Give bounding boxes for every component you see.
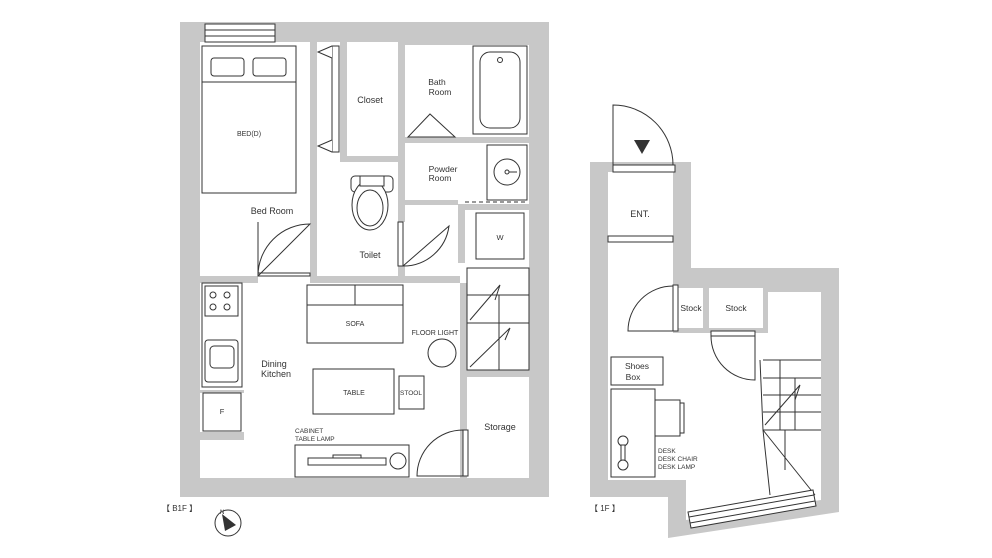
1f-stairs <box>759 359 821 496</box>
kitchen-counter <box>201 282 243 388</box>
stock-label-1: Stock <box>680 303 702 313</box>
bathtub <box>472 45 528 135</box>
sofa-label: SOFA <box>346 321 365 328</box>
stock-door-right <box>710 330 756 381</box>
sofa <box>306 284 404 344</box>
shoes-box-label-1: Shoes <box>625 361 649 371</box>
b1f-stairs <box>466 267 530 371</box>
powder-room-label-1: Powder <box>429 164 458 174</box>
bath-room-door <box>406 113 457 138</box>
b1f-plan: BED(D) Bed Room Closet Bath Room Powder … <box>162 22 549 537</box>
1f-bottom-window <box>687 489 817 529</box>
1f-floor-tag: 【 1F 】 <box>590 504 620 513</box>
washer-label: W <box>496 233 504 242</box>
entrance-door <box>612 104 676 173</box>
closet-label: Closet <box>357 95 383 105</box>
dining-kitchen-label-2: Kitchen <box>261 369 291 379</box>
desk-label-2: DESK CHAIR <box>658 456 698 463</box>
toilet-door <box>397 221 450 267</box>
cabinet-label-1: CABINET <box>295 428 323 435</box>
stock-door-left <box>627 284 679 332</box>
entrance-label: ENT. <box>630 209 650 219</box>
cabinet <box>294 444 410 478</box>
toilet-label: Toilet <box>359 250 381 260</box>
entry-arrow-icon <box>634 140 650 154</box>
bed-label: BED(D) <box>237 131 261 138</box>
bath-room-label-1: Bath <box>428 77 446 87</box>
b1f-floor-tag: 【 B1F 】 <box>162 504 197 513</box>
toilet-bowl <box>350 175 394 231</box>
stool <box>398 375 425 410</box>
entrance-step <box>607 235 674 243</box>
powder-room-label-2: Room <box>429 173 452 183</box>
dining-kitchen-label-1: Dining <box>261 359 287 369</box>
bath-room-label-2: Room <box>429 87 452 97</box>
compass-letter: N <box>220 510 224 516</box>
wash-basin <box>486 144 528 201</box>
desk <box>610 388 685 478</box>
shoes-box <box>610 356 664 386</box>
bed-room-door <box>257 222 312 277</box>
north-compass-icon: N <box>214 509 242 537</box>
fridge <box>202 392 242 432</box>
floor-light <box>427 338 457 368</box>
shoes-box-label-2: Box <box>626 372 641 382</box>
desk-label-1: DESK <box>658 448 676 455</box>
1f-plan: ENT. Stock Stock Shoes Box DESK DESK CHA… <box>590 104 839 538</box>
storage-door <box>416 429 469 477</box>
storage-label: Storage <box>484 422 516 432</box>
cabinet-label-2: TABLE LAMP <box>295 436 335 443</box>
1f-outer-walls <box>590 162 839 538</box>
washing-machine <box>475 212 525 260</box>
closet-doors <box>316 45 340 153</box>
bed <box>201 45 297 194</box>
floor-light-label: FLOOR LIGHT <box>412 330 459 337</box>
desk-label-3: DESK LAMP <box>658 464 695 471</box>
bed-room-label: Bed Room <box>251 206 294 216</box>
table-label: TABLE <box>343 390 365 397</box>
b1f-top-window <box>204 23 276 43</box>
stool-label: STOOL <box>400 390 422 397</box>
b1f-interior-walls <box>200 42 529 478</box>
stock-label-2: Stock <box>725 303 747 313</box>
dining-table <box>312 368 395 415</box>
fridge-label: F <box>220 407 225 416</box>
